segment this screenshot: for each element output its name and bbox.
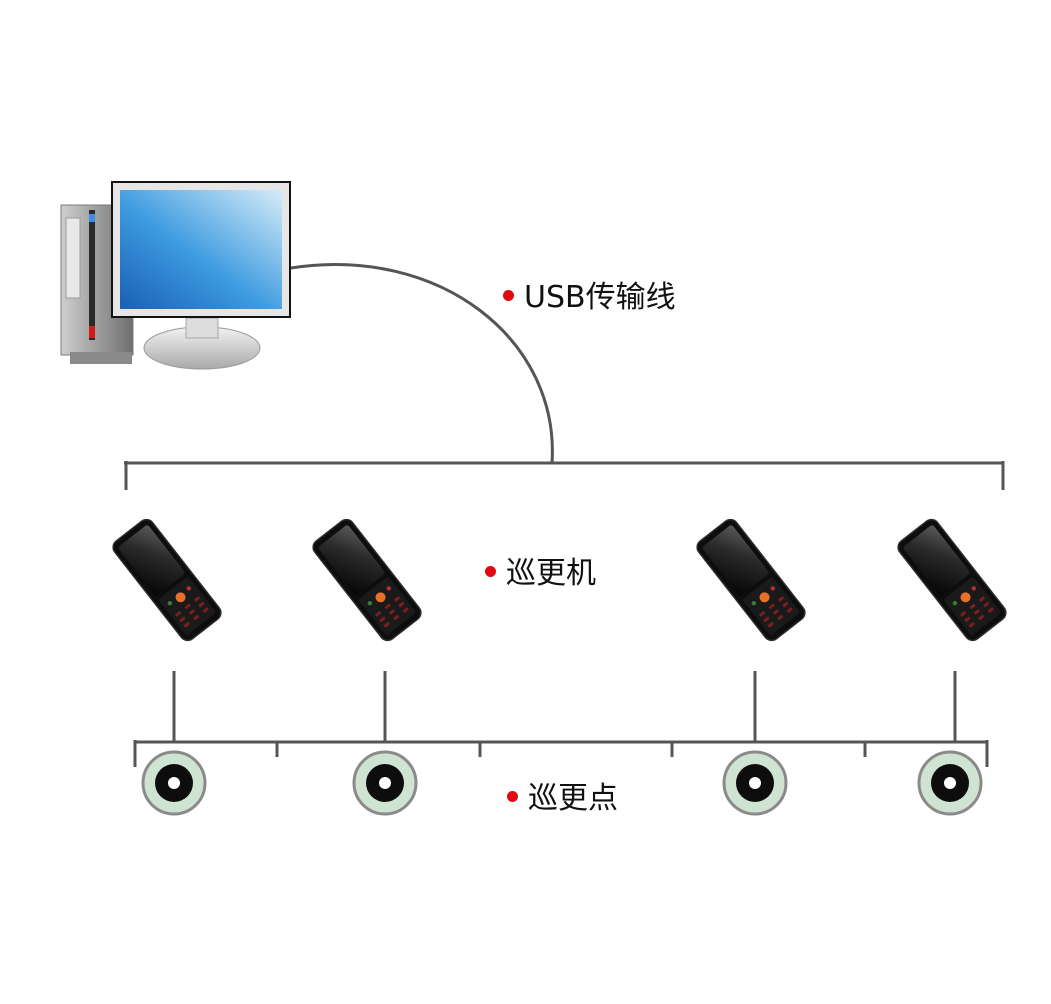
handheld-bus-bracket xyxy=(124,461,1005,490)
bullet-dot xyxy=(503,290,514,301)
handheld-drop-lines xyxy=(172,671,957,742)
usb-cable-line xyxy=(290,263,554,464)
checkpoint-text: 巡更点 xyxy=(528,781,618,816)
handheld-text: 巡更机 xyxy=(506,556,596,591)
checkpoint-bus xyxy=(133,740,989,767)
patrol-handheld-icon xyxy=(894,515,1010,645)
patrol-handheld-icon xyxy=(109,515,225,645)
bullet-dot xyxy=(485,566,496,577)
handheld-label: 巡更机 xyxy=(485,559,596,589)
patrol-checkpoint-icon xyxy=(917,750,983,816)
bullet-dot xyxy=(507,791,518,802)
patrol-handheld-icon xyxy=(693,515,809,645)
checkpoint-label: 巡更点 xyxy=(507,784,618,814)
usb-cable-label: USB传输线 xyxy=(503,283,676,313)
patrol-checkpoint-icon xyxy=(141,750,207,816)
patrol-checkpoint-icon xyxy=(352,750,418,816)
patrol-checkpoint-icon xyxy=(722,750,788,816)
usb-cable-text: USB传输线 xyxy=(524,280,676,315)
patrol-handheld-icon xyxy=(309,515,425,645)
desktop-computer-icon xyxy=(60,181,291,370)
